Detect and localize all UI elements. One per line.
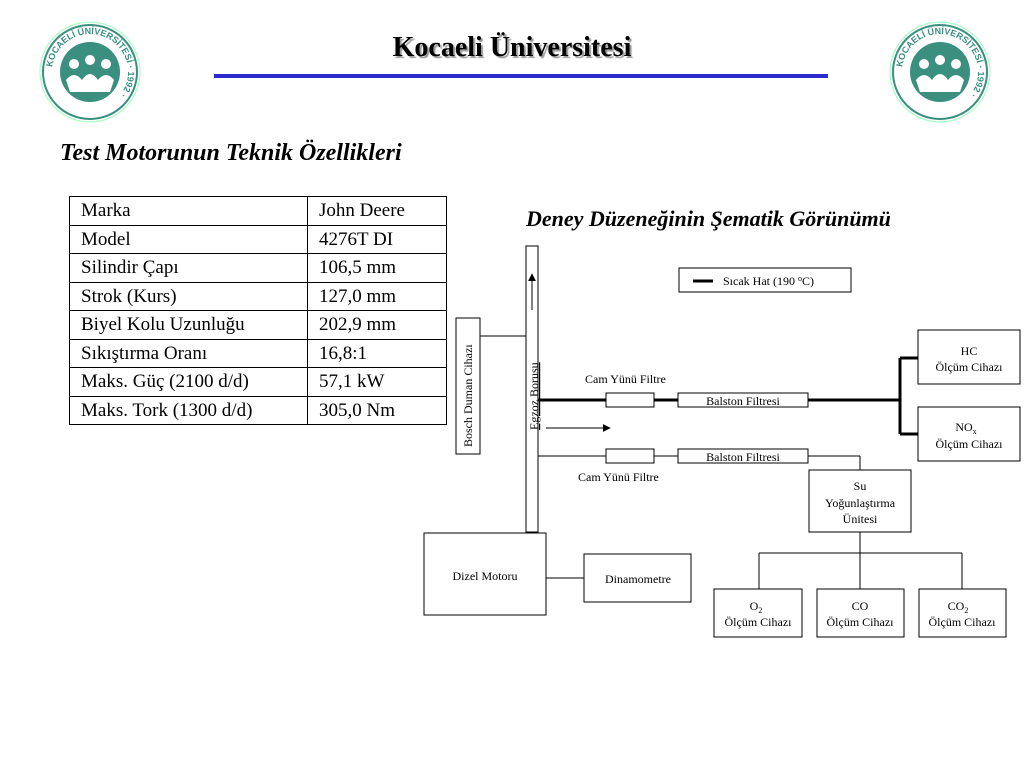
co-analyzer: CO Ölçüm Cihazı (816, 588, 905, 638)
bosch-smoke-meter: Bosch Duman Cihazı (455, 317, 481, 455)
spec-value: John Deere (307, 196, 447, 226)
spec-value: 4276T DI (307, 224, 447, 254)
co-label-sub: Ölçüm Cihazı (827, 615, 895, 629)
glass-wool-filter-bottom-label: Cam Yünü Filtre (578, 470, 659, 484)
university-logo-right: KOCAELİ ÜNİVERSİTESİ · 1992 · (889, 21, 991, 123)
hc-label: HC (961, 344, 978, 358)
condenser-label-2: Yoğunlaştırma (825, 496, 896, 510)
co-label: CO (852, 599, 869, 613)
glass-wool-filter-top-label: Cam Yünü Filtre (585, 372, 666, 386)
nox-label-sub: Ölçüm Cihazı (936, 437, 1004, 451)
dyno-label: Dinamometre (605, 572, 671, 586)
spec-label: Maks. Tork (1300 d/d) (69, 395, 308, 425)
condenser-label-1: Su (854, 479, 867, 493)
title-underline (214, 74, 828, 78)
legend-label: Sıcak Hat (190 oC) (723, 274, 814, 288)
balston-filter-top-label: Balston Filtresi (706, 394, 780, 408)
bosch-label: Bosch Duman Cihazı (461, 344, 475, 447)
spec-label: Silindir Çapı (69, 253, 308, 283)
glass-wool-filter-bottom (605, 448, 655, 464)
table-row: Maks. Güç (2100 d/d)57,1 kW (69, 367, 447, 397)
spec-label: Sıkıştırma Oranı (69, 338, 308, 368)
exhaust-pipe-label: Egzoz Borusu (527, 362, 541, 430)
co2-label: CO2 (948, 599, 969, 615)
nox-label: NOx (955, 420, 976, 436)
spec-label: Marka (69, 196, 308, 226)
o2-analyzer: O2 Ölçüm Cihazı (713, 588, 803, 638)
spec-value: 57,1 kW (307, 367, 447, 397)
page-title: Kocaeli Üniversitesi (392, 32, 632, 63)
o2-label: O2 (750, 599, 763, 615)
dynamometer: Dinamometre (583, 553, 692, 603)
hc-analyzer: HC Ölçüm Cihazı (917, 329, 1021, 385)
co2-label-sub: Ölçüm Cihazı (929, 615, 997, 629)
engine-label: Dizel Motoru (453, 569, 518, 583)
spec-value: 127,0 mm (307, 281, 447, 311)
water-condensation-unit: Su Yoğunlaştırma Ünitesi (808, 469, 912, 533)
spec-label: Maks. Güç (2100 d/d) (69, 367, 308, 397)
diesel-engine: Dizel Motoru (423, 532, 547, 616)
glass-wool-filter-top (605, 392, 655, 408)
co2-analyzer: CO2 Ölçüm Cihazı (918, 588, 1007, 638)
diagram-title: Deney Düzeneğinin Şematik Görünümü (526, 206, 891, 231)
balston-filter-top (677, 392, 809, 408)
table-row: Maks. Tork (1300 d/d)305,0 Nm (69, 395, 447, 425)
spec-value: 202,9 mm (307, 310, 447, 340)
hc-label-sub: Ölçüm Cihazı (936, 360, 1004, 374)
spec-section-title: Test Motorunun Teknik Özellikleri (60, 140, 402, 166)
balston-filter-bottom (677, 448, 809, 464)
legend: Sıcak Hat (190 oC) (678, 267, 852, 293)
exhaust-pipe: Egzoz Borusu (525, 245, 541, 533)
o2-label-sub: Ölçüm Cihazı (725, 615, 793, 629)
nox-analyzer: NOx Ölçüm Cihazı (917, 406, 1021, 462)
spec-value: 106,5 mm (307, 253, 447, 283)
condenser-label-3: Ünitesi (843, 512, 878, 526)
balston-filter-bottom-label: Balston Filtresi (706, 450, 780, 464)
university-logo-left: KOCAELİ ÜNİVERSİTESİ · 1992 · (39, 21, 141, 123)
spec-value: 305,0 Nm (307, 395, 447, 425)
spec-label: Biyel Kolu Uzunluğu (69, 310, 308, 340)
